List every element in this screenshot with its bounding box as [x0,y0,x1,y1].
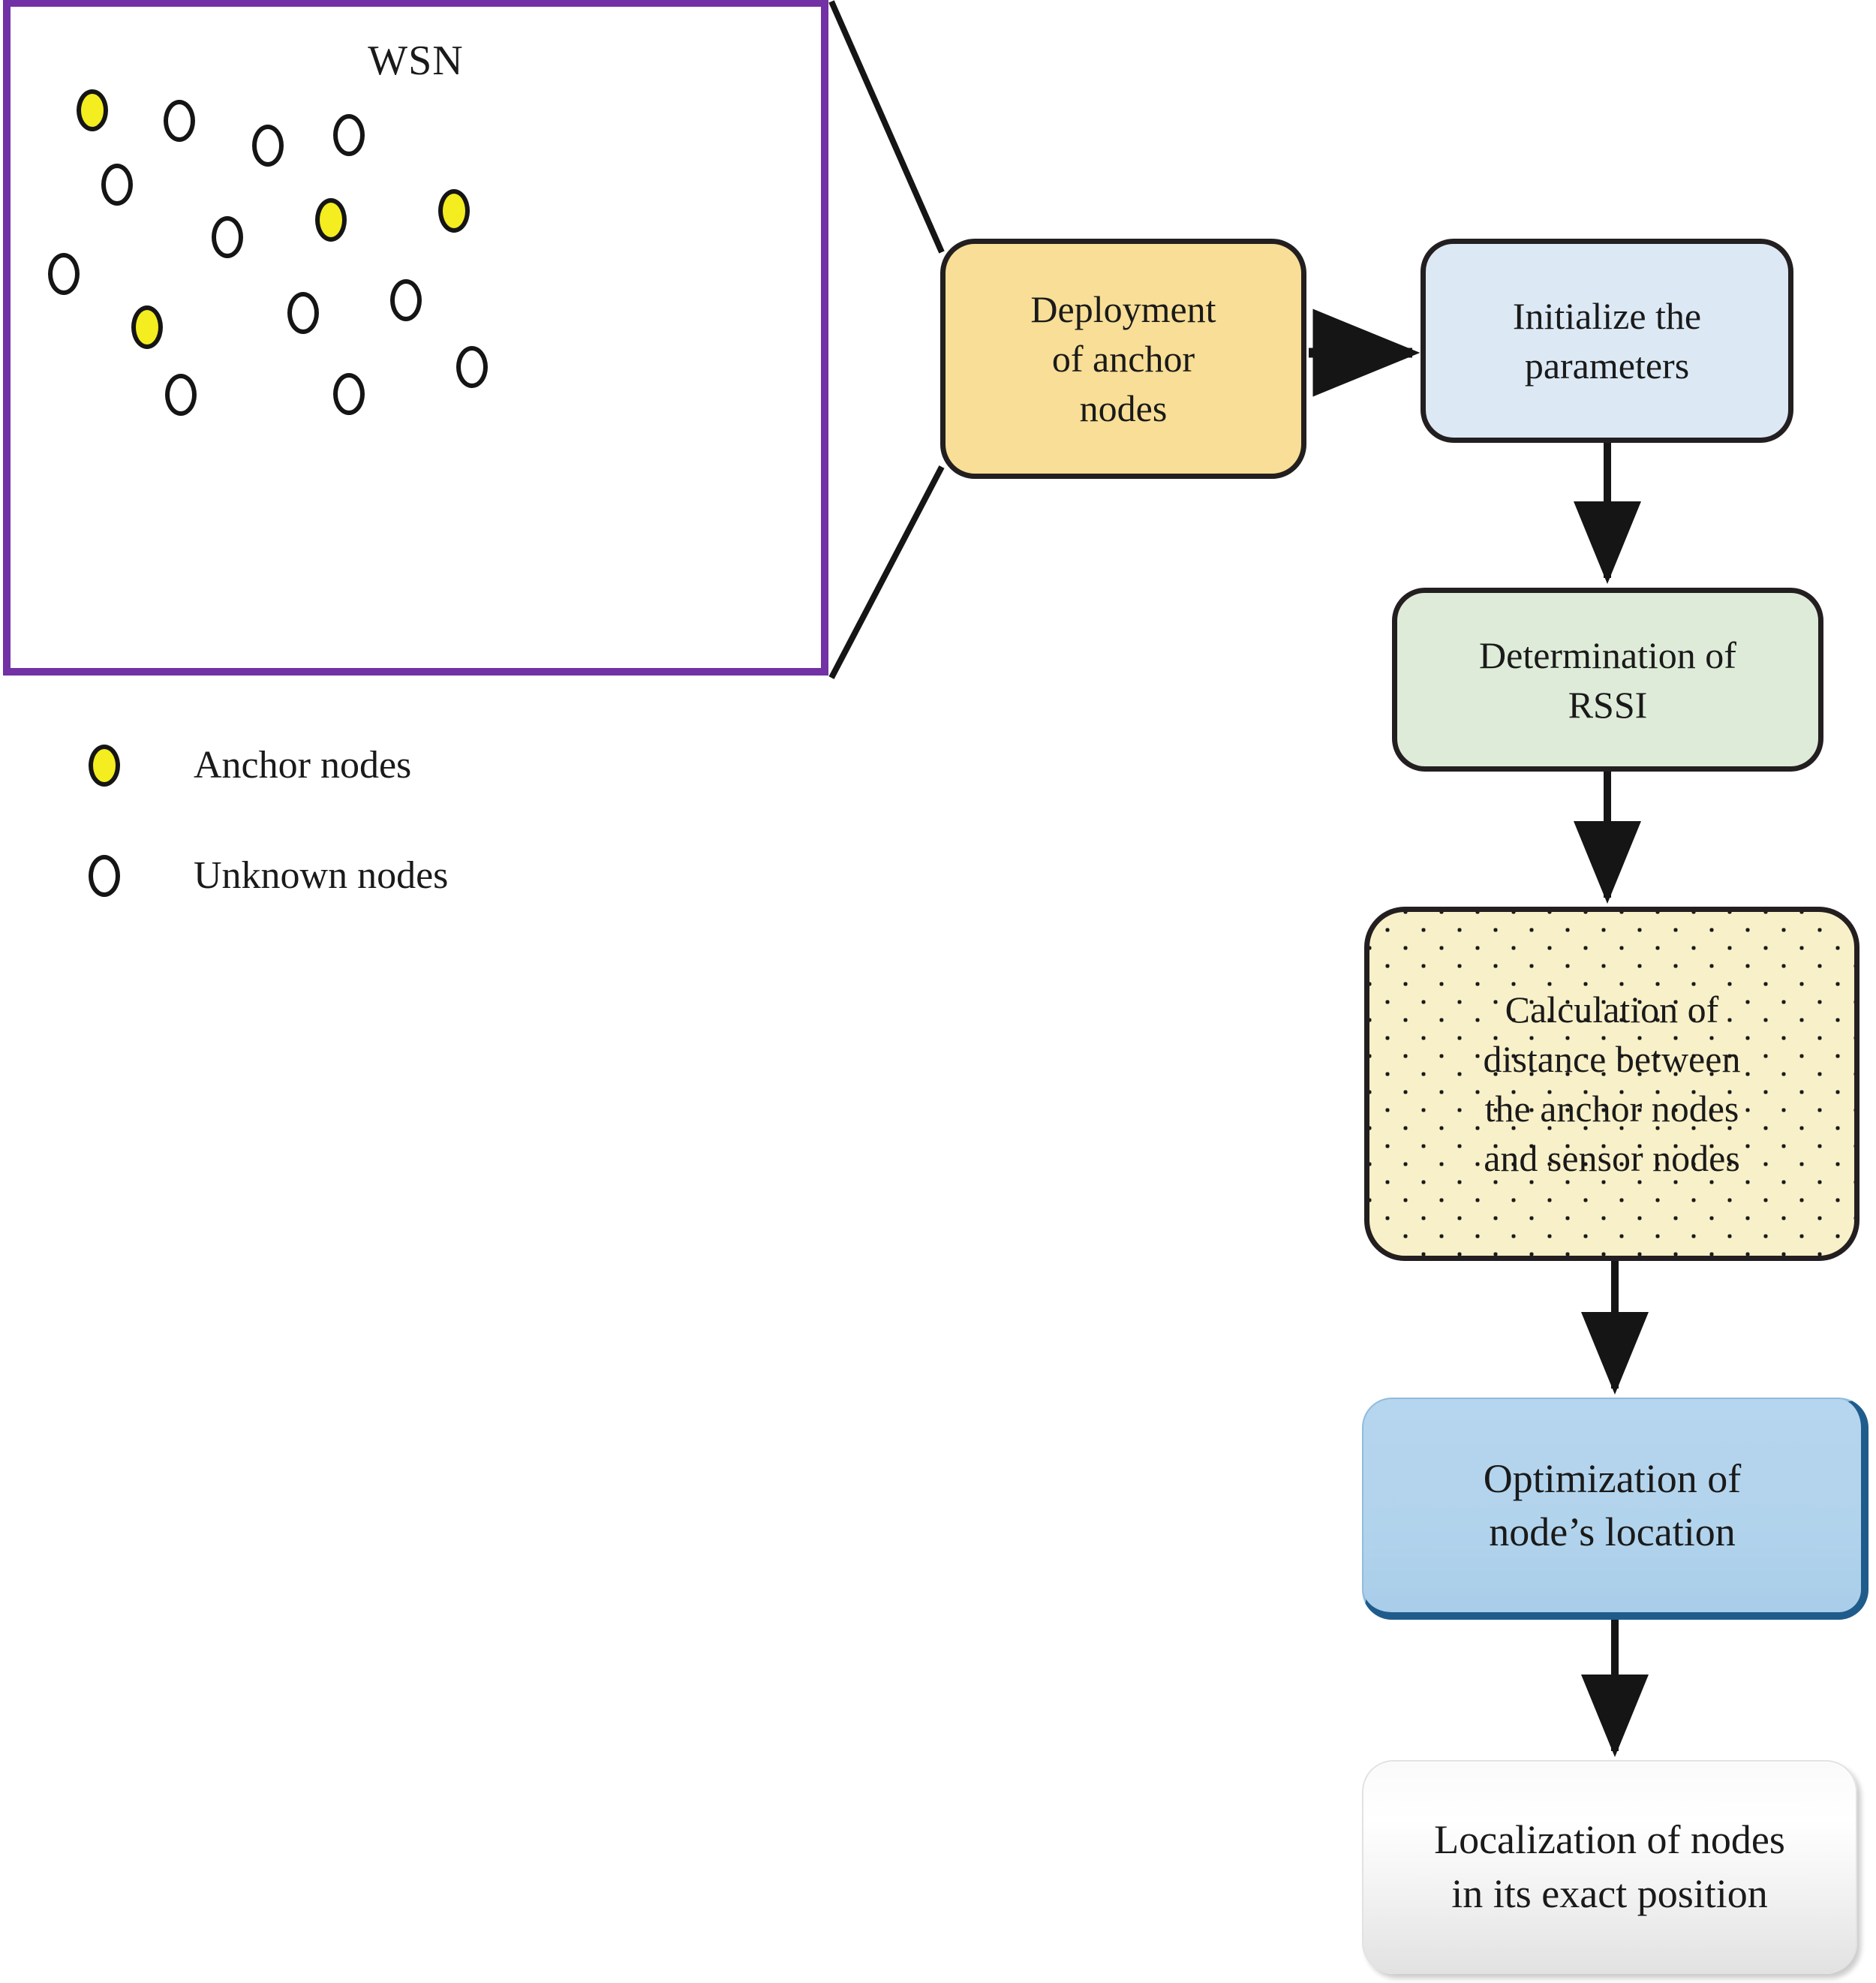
unknown-node [48,253,80,295]
legend-label-unknown: Unknown nodes [194,854,449,897]
anchor-node [131,305,163,349]
unknown-node [101,164,133,206]
wsn-area: WSN [3,0,828,676]
anchor-node [77,89,108,131]
unknown-node-icon [89,854,120,897]
unknown-node [287,292,319,334]
unknown-node [165,374,197,416]
unknown-node [252,125,284,167]
unknown-node [390,279,422,321]
unknown-node [212,216,243,258]
anchor-node [438,189,470,233]
unknown-node [456,346,488,388]
leader-line-bottom [828,465,945,679]
legend-label-anchor: Anchor nodes [194,744,412,787]
unknown-node [164,100,195,142]
unknown-node [333,114,365,156]
anchor-node-icon [89,744,120,787]
legend-item-unknown-nodes: Unknown nodes [89,853,448,898]
leader-line-top [828,0,945,254]
unknown-node [333,373,365,415]
legend-item-anchor-nodes: Anchor nodes [89,743,411,787]
anchor-node [315,198,347,242]
wsn-title: WSN [368,38,464,84]
